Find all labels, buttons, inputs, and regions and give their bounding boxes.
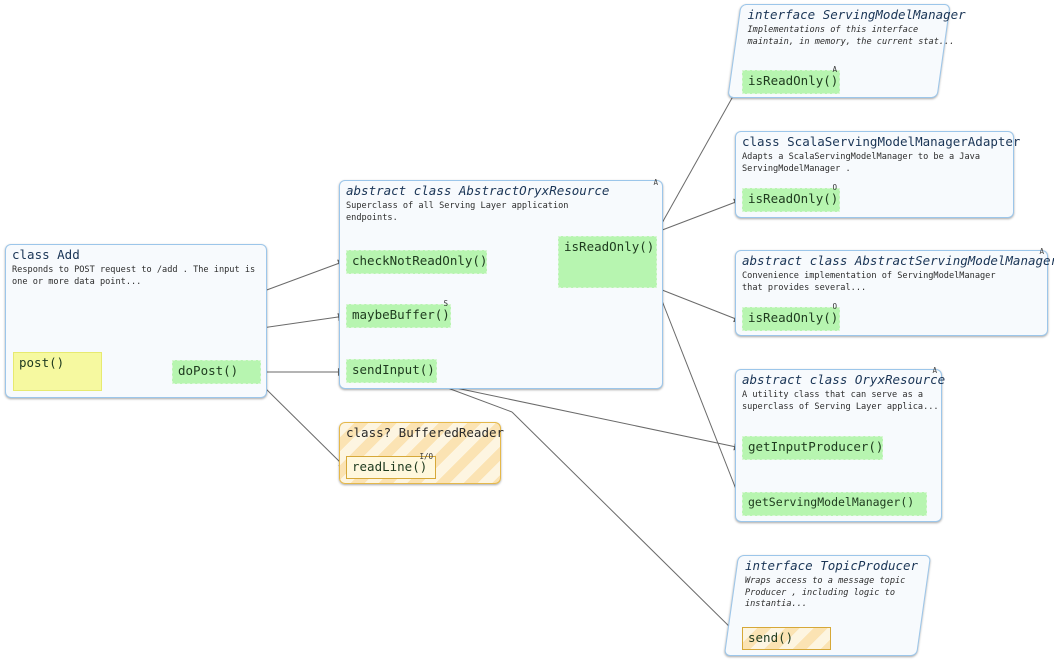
topic-producer-title: interface TopicProducer <box>744 558 919 573</box>
edge-isReadOnly-smm <box>656 81 742 233</box>
abstract-serving-model-manager-badge: A <box>1039 247 1044 256</box>
oryx-resource-desc: A utility class that can serve as a supe… <box>742 390 939 412</box>
method-checkNotReadOnly[interactable]: checkNotReadOnly() <box>346 250 487 274</box>
method-getInputProducer[interactable]: getInputProducer() <box>742 436 883 460</box>
edge-isReadOnly-getServingModelManager <box>656 287 743 503</box>
method-isReadOnly-smm-badge: A <box>832 65 837 74</box>
abstract-oryx-resource-desc: Superclass of all Serving Layer applicat… <box>346 201 569 223</box>
method-isReadOnly-asmm-badge: O <box>832 302 837 311</box>
method-isReadOnly-scala-badge: O <box>832 183 837 192</box>
class-add-desc: Responds to POST request to /add . The i… <box>12 265 256 287</box>
method-getServingModelManager[interactable]: getServingModelManager() <box>742 492 927 516</box>
edge-isReadOnly-asmm <box>656 287 742 323</box>
method-isReadOnly-smm[interactable]: isReadOnly() A <box>742 65 840 94</box>
scala-adapter-title: class ScalaServingModelManagerAdapter <box>742 134 1021 149</box>
method-isReadOnly-asmm[interactable]: isReadOnly() O <box>742 302 840 331</box>
serving-model-manager-title: interface ServingModelManager <box>747 7 966 22</box>
method-doPost[interactable]: doPost() <box>172 360 261 384</box>
method-isReadOnly-smm-label: isReadOnly() <box>748 73 839 88</box>
buffered-reader-title: class? BufferedReader <box>346 425 505 440</box>
method-isReadOnly-main[interactable]: isReadOnly() <box>558 236 657 288</box>
method-readLine-label: readLine() <box>352 459 428 474</box>
method-send[interactable]: send() <box>742 627 831 650</box>
method-isReadOnly-asmm-label: isReadOnly() <box>748 310 839 325</box>
topic-producer-desc: Wraps access to a message topic Producer… <box>744 576 906 609</box>
serving-model-manager-desc: Implementations of this interface mainta… <box>747 25 955 47</box>
oryx-resource-badge: A <box>932 366 937 375</box>
method-sendInput[interactable]: sendInput() <box>346 359 437 383</box>
method-isReadOnly-scala-label: isReadOnly() <box>748 191 839 206</box>
method-maybeBuffer-label: maybeBuffer() <box>352 307 450 322</box>
abstract-serving-model-manager-desc: Convenience implementation of ServingMod… <box>742 271 996 293</box>
method-isReadOnly-scala[interactable]: isReadOnly() O <box>742 183 840 212</box>
edge-isReadOnly-scala <box>656 198 742 233</box>
scala-adapter-desc: Adapts a ScalaServingModelManager to be … <box>742 152 980 174</box>
method-readLine[interactable]: readLine() I/O <box>346 452 436 479</box>
abstract-oryx-resource-badge: A <box>653 178 658 187</box>
method-maybeBuffer[interactable]: maybeBuffer() S <box>346 299 451 328</box>
method-readLine-badge: I/O <box>419 452 433 461</box>
oryx-resource-title: abstract class OryxResource <box>742 372 946 387</box>
edge-doPost-readLine <box>260 383 347 469</box>
abstract-serving-model-manager-title: abstract class AbstractServingModelManag… <box>742 253 1054 268</box>
edge-sendInput-send-b <box>511 411 742 639</box>
abstract-oryx-resource-title: abstract class AbstractOryxResource <box>346 183 610 198</box>
method-post[interactable]: post() <box>13 352 102 391</box>
method-maybeBuffer-badge: S <box>443 299 448 308</box>
class-add-title: class Add <box>12 247 80 262</box>
edge-sendInput-getInputProducer <box>436 383 742 451</box>
